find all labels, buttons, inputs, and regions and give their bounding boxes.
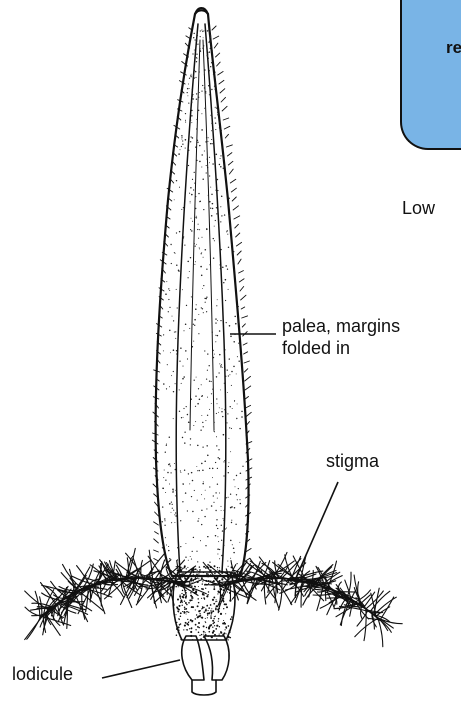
palea xyxy=(152,8,252,576)
stigma-leader xyxy=(296,482,338,578)
inset-caption: Low xyxy=(402,198,435,219)
label-palea-line2: folded in xyxy=(282,338,350,359)
inset-panel: re xyxy=(400,0,461,150)
lodicule-left xyxy=(182,636,204,680)
palea-inner-margin-right xyxy=(205,24,226,572)
palea-outline xyxy=(156,10,249,576)
label-palea-line1: palea, margins xyxy=(282,316,400,337)
lodicule-leader xyxy=(102,660,180,678)
leader-lines xyxy=(102,334,338,678)
pedicel xyxy=(192,680,216,695)
lodicule-right xyxy=(204,636,229,680)
palea-stipple xyxy=(160,29,244,568)
label-lodicule: lodicule xyxy=(12,664,73,685)
inset-partial-text: re xyxy=(446,38,461,58)
palea-midrib-right xyxy=(203,40,214,430)
label-stigma: stigma xyxy=(326,451,379,472)
